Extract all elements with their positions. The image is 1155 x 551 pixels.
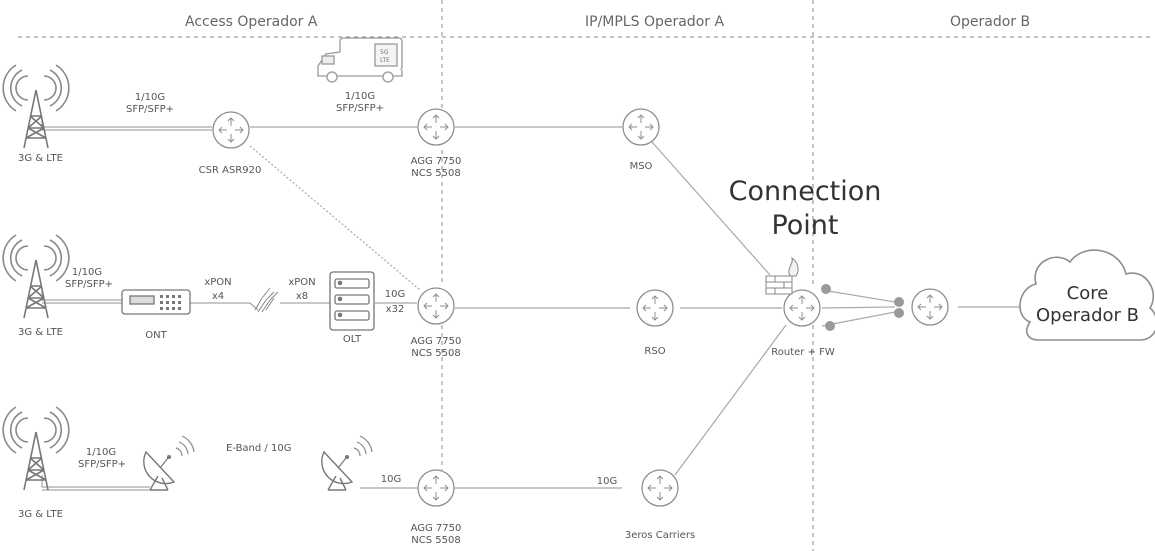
- tower-label-3: 3G & LTE: [18, 509, 63, 520]
- truck-label-5g: 5G: [380, 49, 389, 56]
- xpon-label-2: xPON: [288, 277, 316, 288]
- link-type-label: SFP/SFP+: [335, 103, 384, 114]
- link-speed-label: 1/10G: [85, 447, 117, 458]
- section-title-operador-b: Operador B: [950, 14, 1031, 30]
- link-type-label: SFP/SFP+: [64, 279, 113, 290]
- olt-label: OLT: [342, 334, 362, 345]
- carriers-router-icon: [641, 469, 679, 507]
- cell-tower-icon-3: [2, 406, 70, 491]
- core-operador-b-label: Core Operador B: [1030, 283, 1145, 327]
- eband-label: E-Band / 10G: [226, 443, 292, 454]
- xpon-count-1: x4: [211, 291, 225, 302]
- agg-router-3-model: NCS 5508: [411, 535, 461, 546]
- core-edge-router-icon: [911, 288, 949, 326]
- core-cloud-icon: [1019, 249, 1155, 341]
- agg-router-2-model: NCS 5508: [411, 348, 461, 359]
- dish-link-speed: 10G: [380, 474, 402, 485]
- tower-label-1: 3G & LTE: [18, 153, 63, 164]
- truck-icon: [317, 37, 403, 83]
- ont-label: ONT: [145, 330, 167, 341]
- link-speed-label: 1/10G: [344, 91, 376, 102]
- connector-dots: [821, 284, 904, 331]
- tower-label-2: 3G & LTE: [18, 327, 63, 338]
- router-fw-label: Router + FW: [771, 347, 835, 358]
- rso-router-icon: [636, 289, 674, 327]
- truck-label-lte: LTE: [380, 57, 390, 64]
- agg-router-1-label: AGG 7750: [410, 156, 462, 167]
- agg-router-3-icon: [417, 469, 455, 507]
- link-speed-label: 1/10G: [71, 267, 103, 278]
- section-title-ipmpls: IP/MPLS Operador A: [585, 14, 725, 30]
- satellite-dish-icon-1: [143, 435, 195, 491]
- link-type-label: SFP/SFP+: [77, 459, 126, 470]
- agg-router-1-icon: [417, 108, 455, 146]
- router-fw-icon: [783, 289, 821, 327]
- rso-label: RSO: [644, 346, 666, 357]
- olt-uplink-speed: 10G: [384, 289, 406, 300]
- xpon-label-1: xPON: [204, 277, 232, 288]
- mso-router-icon: [622, 108, 660, 146]
- agg-router-1-model: NCS 5508: [411, 168, 461, 179]
- link-lines: [41, 119, 1030, 491]
- agg-router-3-label: AGG 7750: [410, 523, 462, 534]
- section-title-access: Access Operador A: [185, 14, 318, 30]
- csr-router-icon: [212, 111, 250, 149]
- cell-tower-icon-2: [2, 234, 70, 319]
- agg-router-2-label: AGG 7750: [410, 336, 462, 347]
- olt-uplink-count: x32: [385, 304, 405, 315]
- mso-label: MSO: [629, 161, 653, 172]
- link-type-label: SFP/SFP+: [125, 104, 174, 115]
- carrier-link-speed: 10G: [596, 476, 618, 487]
- connection-point-line-2: Point: [771, 210, 839, 241]
- carriers-label: 3eros Carriers: [624, 530, 696, 541]
- cell-tower-icon-1: [2, 64, 70, 149]
- olt-device-icon: [329, 271, 375, 331]
- connection-point-title: Connection Point: [720, 175, 890, 243]
- link-speed-label: 1/10G: [134, 92, 166, 103]
- satellite-dish-icon-2: [321, 435, 373, 491]
- core-label-line-1: Core: [1066, 283, 1109, 304]
- xpon-count-2: x8: [295, 291, 309, 302]
- ont-device-icon: [121, 289, 191, 315]
- section-dividers: [18, 0, 1150, 551]
- csr-router-label: CSR ASR920: [198, 165, 262, 176]
- core-label-line-2: Operador B: [1035, 305, 1139, 326]
- connection-point-line-1: Connection: [728, 176, 882, 207]
- splitter-icon: [249, 287, 279, 313]
- firewall-icon: [765, 256, 799, 295]
- agg-router-2-icon: [417, 287, 455, 325]
